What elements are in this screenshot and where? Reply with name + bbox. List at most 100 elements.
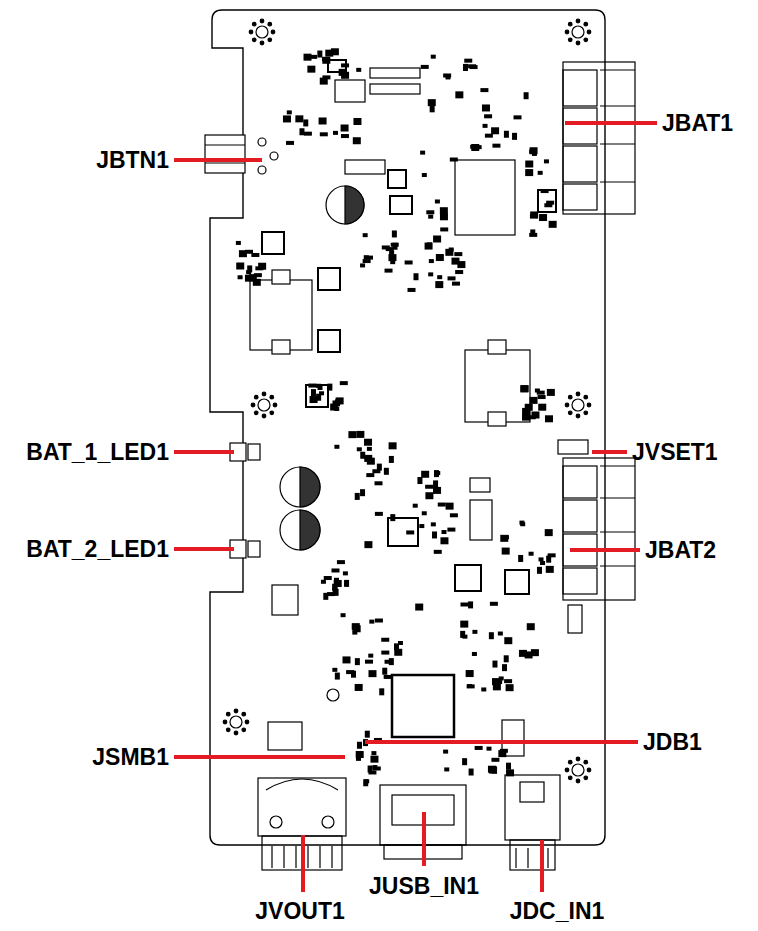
smd-pad	[540, 561, 545, 565]
smd-pad	[538, 404, 546, 411]
smd-pad	[427, 242, 432, 246]
board-components	[272, 340, 290, 354]
smd-pad	[529, 552, 534, 556]
smd-pad	[363, 779, 368, 786]
smd-pad	[472, 652, 477, 656]
smd-pad	[369, 620, 374, 624]
smd-pad	[356, 68, 361, 72]
leader-lines	[592, 450, 627, 454]
smd-pad	[438, 503, 446, 507]
smd-pad	[339, 69, 347, 76]
smd-pad	[408, 288, 416, 292]
smd-pad	[489, 632, 494, 639]
smd-pad	[450, 513, 458, 517]
mounting-hole	[262, 392, 266, 396]
board-components	[205, 162, 245, 163]
smd-pad	[492, 767, 497, 774]
smd-pad	[335, 673, 340, 680]
smd-pad	[238, 275, 243, 279]
smd-pad	[525, 404, 533, 411]
smd-pad	[364, 255, 369, 259]
smd-pad	[467, 684, 472, 688]
board-components	[600, 465, 635, 466]
smd-pad	[344, 582, 349, 586]
mounting-hole	[271, 30, 275, 34]
smd-pad	[437, 275, 442, 279]
smd-pad	[374, 481, 382, 485]
smd-pad	[500, 535, 508, 542]
smd-pad	[413, 504, 418, 508]
board-components	[600, 105, 635, 106]
mounting-hole	[576, 19, 580, 23]
smd-pad	[521, 385, 529, 392]
board-components	[563, 108, 597, 144]
smd-pad	[352, 624, 357, 628]
mounting-hole	[576, 414, 580, 418]
smd-pad	[433, 480, 438, 487]
mounting-hole	[584, 411, 588, 415]
smd-pad	[431, 522, 436, 526]
leader-lines	[301, 835, 305, 892]
mounting-hole	[252, 38, 256, 42]
mounting-hole	[584, 395, 588, 399]
leader-lines	[174, 547, 234, 551]
smd-pad	[435, 281, 443, 288]
smd-pad	[426, 210, 434, 214]
smd-pad	[283, 115, 291, 122]
board-components	[318, 268, 340, 290]
board-components	[547, 848, 548, 868]
board-components	[558, 440, 588, 454]
board-components	[205, 135, 245, 173]
smd-pad	[341, 124, 349, 131]
part-label: JSMB1	[92, 744, 169, 770]
smd-pad	[481, 687, 486, 691]
board-components	[331, 846, 332, 868]
leader-lines	[422, 812, 426, 866]
smd-pad	[520, 522, 525, 526]
board-components	[600, 181, 635, 182]
smd-pad	[434, 550, 442, 554]
smd-pad	[463, 64, 468, 68]
smd-pad	[382, 668, 387, 675]
smd-pad	[466, 670, 474, 677]
smd-pad	[546, 566, 554, 573]
smd-pad	[472, 630, 477, 634]
smd-pad	[463, 64, 468, 71]
smd-pad	[460, 621, 468, 628]
board-components	[280, 510, 320, 550]
smd-pad	[321, 580, 326, 584]
smd-pad	[549, 221, 557, 228]
smd-pad	[353, 118, 361, 125]
smd-pad	[346, 670, 354, 674]
smd-pad	[520, 385, 528, 392]
smd-pad	[425, 243, 433, 250]
smd-pad	[390, 260, 395, 264]
pcb-board	[210, 10, 605, 845]
smd-pad	[525, 169, 533, 176]
smd-pad	[406, 530, 414, 534]
board-components	[600, 69, 635, 70]
smd-pad	[375, 619, 383, 623]
smd-pad	[440, 213, 448, 220]
part-label: BAT_2_LED1	[26, 536, 169, 562]
board-components	[318, 330, 340, 352]
smd-pad	[258, 263, 266, 270]
smd-pad	[368, 766, 373, 773]
smd-pad	[420, 151, 425, 155]
smd-pad	[371, 751, 376, 755]
smd-pad	[360, 263, 365, 267]
part-label: JVOUT1	[255, 898, 344, 924]
mounting-hole	[223, 720, 227, 724]
board-components	[505, 570, 529, 594]
board-components	[600, 497, 635, 498]
smd-pad	[385, 660, 393, 664]
mounting-hole	[568, 411, 572, 415]
board-components	[600, 143, 635, 144]
smd-pad	[531, 649, 539, 656]
smd-pad	[425, 485, 433, 489]
mounting-hole	[234, 709, 238, 713]
board-components	[266, 779, 338, 790]
mounting-hole	[576, 757, 580, 761]
smd-pad	[462, 635, 467, 639]
smd-pad	[413, 273, 418, 280]
